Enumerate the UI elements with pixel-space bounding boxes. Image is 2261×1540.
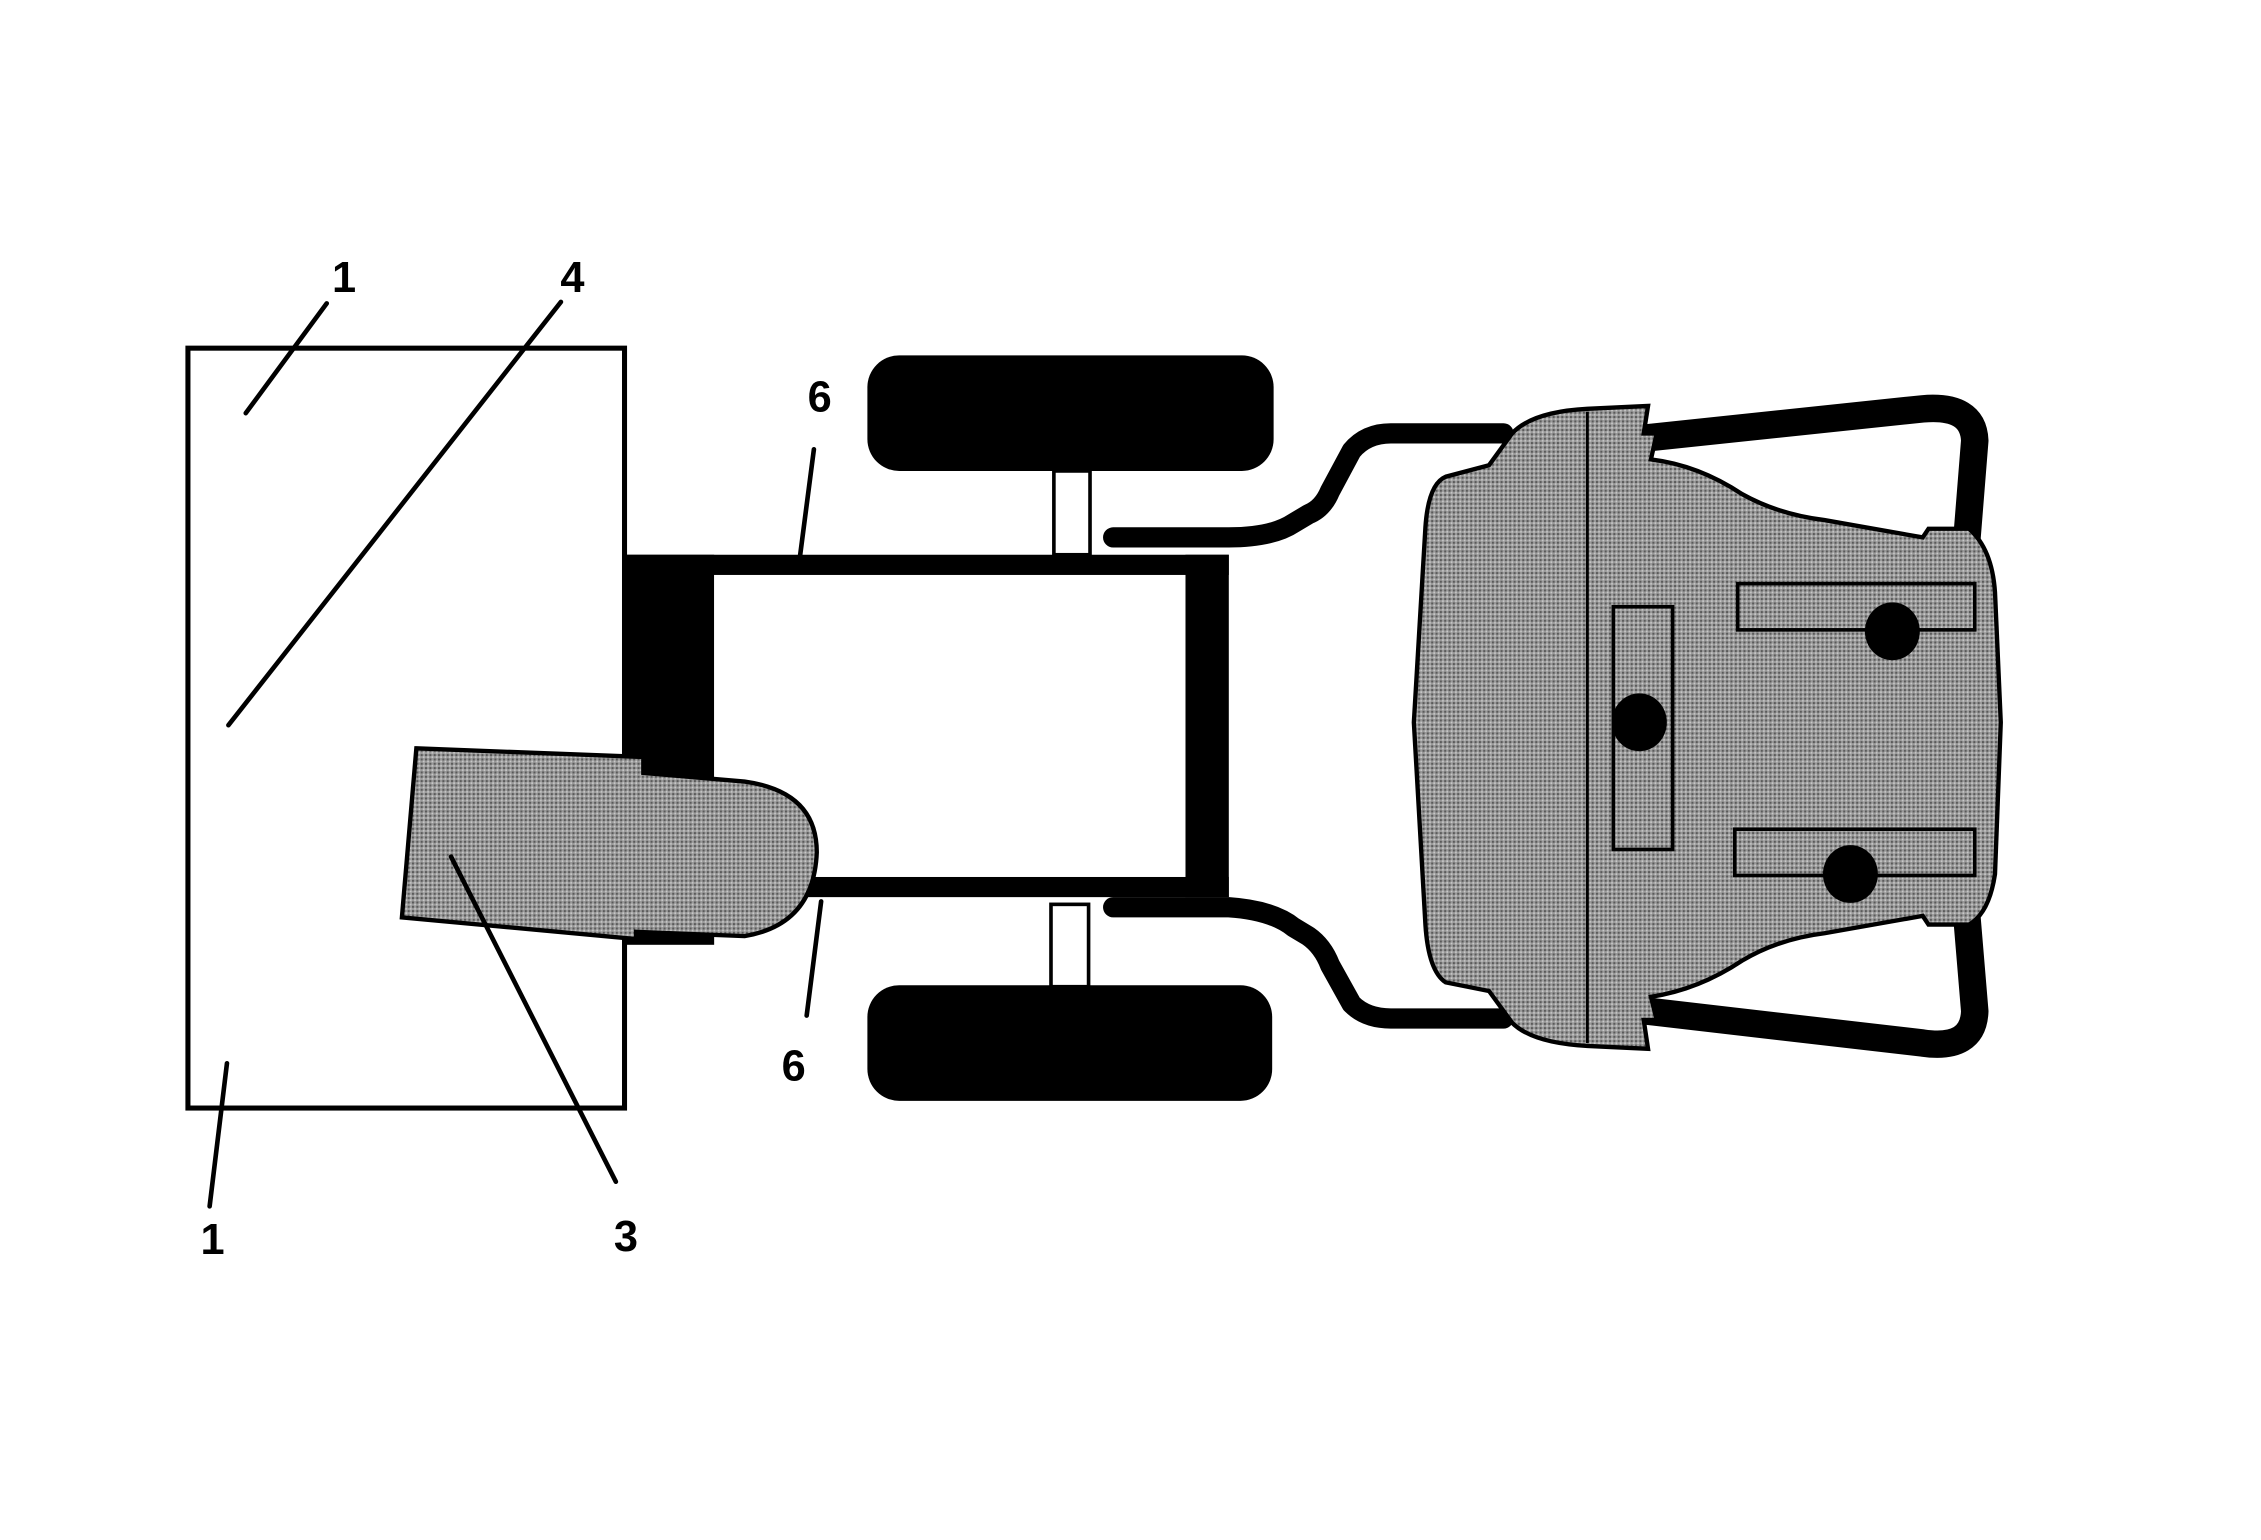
leader-6-top xyxy=(797,446,817,563)
callout-3: 3 xyxy=(614,1213,638,1261)
discharge-chute xyxy=(399,746,819,942)
callouts: 1 4 6 1 3 6 xyxy=(200,254,831,1264)
leader-3 xyxy=(448,854,619,1185)
callout-4: 4 xyxy=(560,254,584,302)
axle-upper xyxy=(1052,469,1092,557)
bolt-hole-upper xyxy=(1864,602,1920,661)
wheel-upper xyxy=(867,355,1274,471)
leader-4 xyxy=(226,299,564,728)
callout-1-top: 1 xyxy=(332,254,356,302)
wheel-lower xyxy=(867,985,1273,1101)
axle-lower xyxy=(1049,902,1091,989)
handlebar-frame xyxy=(1103,394,1989,1058)
callout-6-bottom: 6 xyxy=(782,1043,806,1091)
leader-1-bottom xyxy=(207,1060,230,1209)
callout-6-top: 6 xyxy=(808,374,832,422)
upper-mount xyxy=(1735,581,1977,661)
engine-cover xyxy=(1411,403,2003,1052)
center-mount xyxy=(1611,604,1675,852)
leader-6-bottom xyxy=(804,899,824,1018)
leader-1-top xyxy=(243,301,330,416)
bolt-hole-center xyxy=(1611,693,1667,752)
lower-mount xyxy=(1732,827,1977,903)
attachment-plate xyxy=(185,345,628,1111)
bolt-hole-lower xyxy=(1822,845,1878,903)
callout-1-bottom: 1 xyxy=(200,1216,224,1264)
